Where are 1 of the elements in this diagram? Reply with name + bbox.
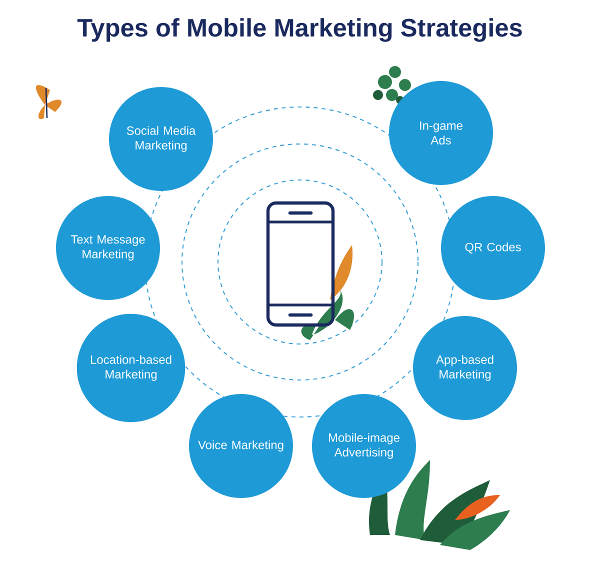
title: Types of Mobile Marketing Strategies — [77, 18, 522, 42]
